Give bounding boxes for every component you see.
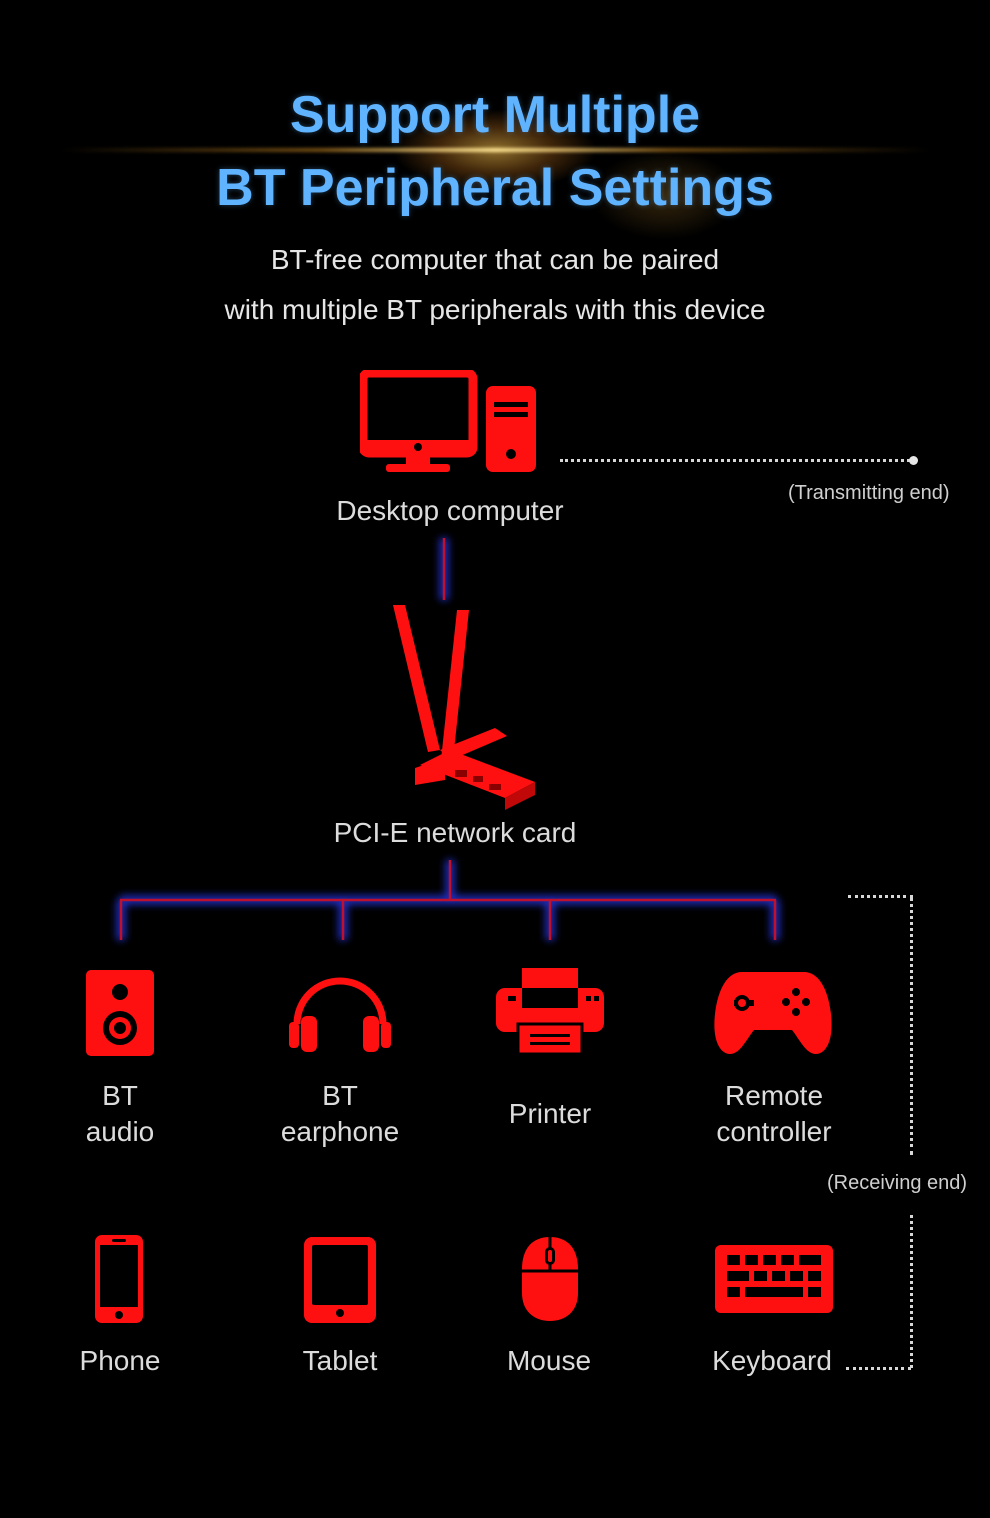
peripheral-label-gamepad-line1: Remote xyxy=(724,1080,824,1111)
keyboard-icon xyxy=(715,1245,833,1313)
receiving-dotted-top xyxy=(848,895,913,898)
peripheral-label-headphones-line2: earphone xyxy=(280,1116,400,1147)
transmitting-end-label: (Transmitting end) xyxy=(788,482,950,504)
page-title-line1: Support Multiple xyxy=(289,86,701,144)
peripheral-label-speaker: BT audio xyxy=(40,1078,200,1150)
card-label: PCI-E network card xyxy=(333,817,577,848)
page-title-line2: BT Peripheral Settings xyxy=(216,159,774,217)
transmitter-dotted-line-end xyxy=(909,456,918,465)
title-glow-line xyxy=(60,148,930,152)
receiving-dotted-bottom xyxy=(846,1367,911,1370)
peripheral-label-tablet: Tablet xyxy=(302,1345,378,1376)
subtitle-line2: with multiple BT peripherals with this d… xyxy=(224,294,766,325)
peripheral-label-mouse: Mouse xyxy=(506,1345,592,1376)
peripheral-label-printer: Printer xyxy=(508,1098,592,1129)
peripheral-label-headphones-line1: BT xyxy=(322,1080,358,1111)
mouse-icon xyxy=(522,1237,578,1321)
peripheral-label-speaker-line1: BT xyxy=(102,1080,138,1111)
peripheral-label-phone: Phone xyxy=(79,1345,161,1376)
transmitter-dotted-line xyxy=(560,459,910,462)
desktop-computer-icon xyxy=(360,370,536,472)
receiving-dotted-upper xyxy=(910,897,913,1155)
title-glow-orb-secondary xyxy=(590,150,740,240)
printer-icon xyxy=(496,968,604,1056)
phone-icon xyxy=(95,1235,143,1323)
receiving-dotted-lower xyxy=(910,1215,913,1368)
peripheral-label-speaker-line2: audio xyxy=(85,1116,155,1147)
peripheral-label-gamepad-line2: controller xyxy=(716,1116,832,1147)
headphones-icon xyxy=(289,977,391,1052)
title-glow xyxy=(0,80,990,240)
subtitle-line1: BT-free computer that can be paired xyxy=(270,244,720,275)
transmitter-label: Desktop computer xyxy=(336,495,564,526)
pcie-network-card-icon xyxy=(393,605,535,810)
gamepad-icon xyxy=(714,972,832,1054)
tablet-icon xyxy=(304,1237,376,1323)
peripheral-label-gamepad: Remote controller xyxy=(684,1078,864,1150)
receiving-end-label: (Receiving end) xyxy=(827,1172,968,1194)
peripheral-label-headphones: BT earphone xyxy=(250,1078,430,1150)
speaker-icon xyxy=(86,970,154,1056)
peripheral-label-keyboard: Keyboard xyxy=(712,1345,832,1376)
